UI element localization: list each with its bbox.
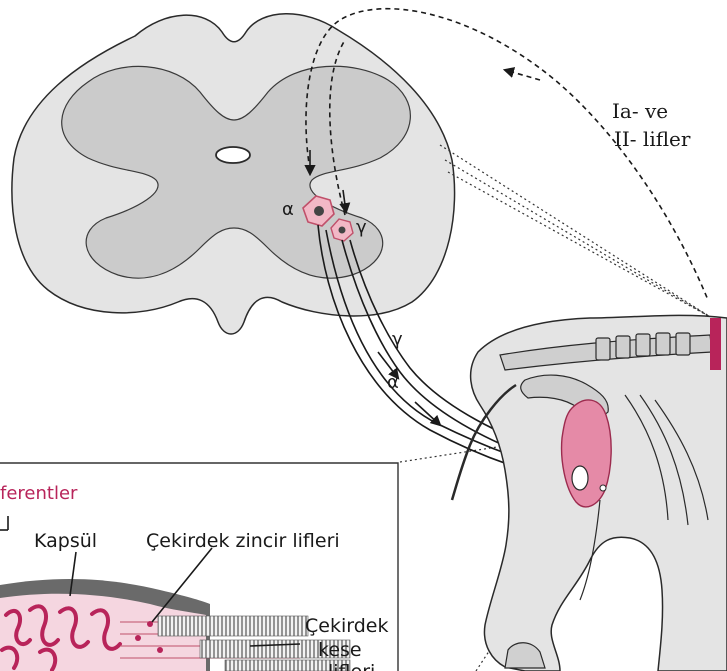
gamma-cell-label: γ	[356, 217, 367, 238]
striated-coil-upper	[158, 616, 308, 636]
loop-arrow-mid	[505, 70, 540, 80]
ia-ii-fibers-label-line1: Ia- ve	[612, 99, 668, 123]
alpha-axon-arrow	[415, 402, 440, 425]
muscle-spindle-marker	[572, 466, 588, 490]
kapsul-label: Kapsül	[34, 530, 97, 552]
afferentler-label: ferentler	[0, 483, 78, 504]
spinal-cord-cross-section	[12, 14, 455, 334]
cekirdek-zincir-label: Çekirdek zincir lifleri	[146, 530, 340, 552]
alpha-cell-label: α	[282, 199, 294, 220]
central-canal	[216, 147, 250, 163]
alpha-axon-label: α	[387, 372, 399, 393]
animal-hindquarter-illustration	[452, 315, 727, 671]
spindle-dot	[600, 485, 606, 491]
cekirdek-kese-label-line1: Çekirdek	[305, 615, 388, 637]
cekirdek-kese-label-line3: lifleri	[328, 661, 375, 671]
muscle-spindle-inset: ferentler Kapsül Çekirdek zincir lifleri…	[0, 463, 398, 671]
ia-ii-fibers-label-line2: II- lifler	[614, 127, 691, 151]
gamma-axon-label: γ	[392, 329, 403, 350]
cekirdek-kese-label-line2: kese	[318, 639, 362, 661]
dorsal-root-marker	[710, 318, 721, 370]
